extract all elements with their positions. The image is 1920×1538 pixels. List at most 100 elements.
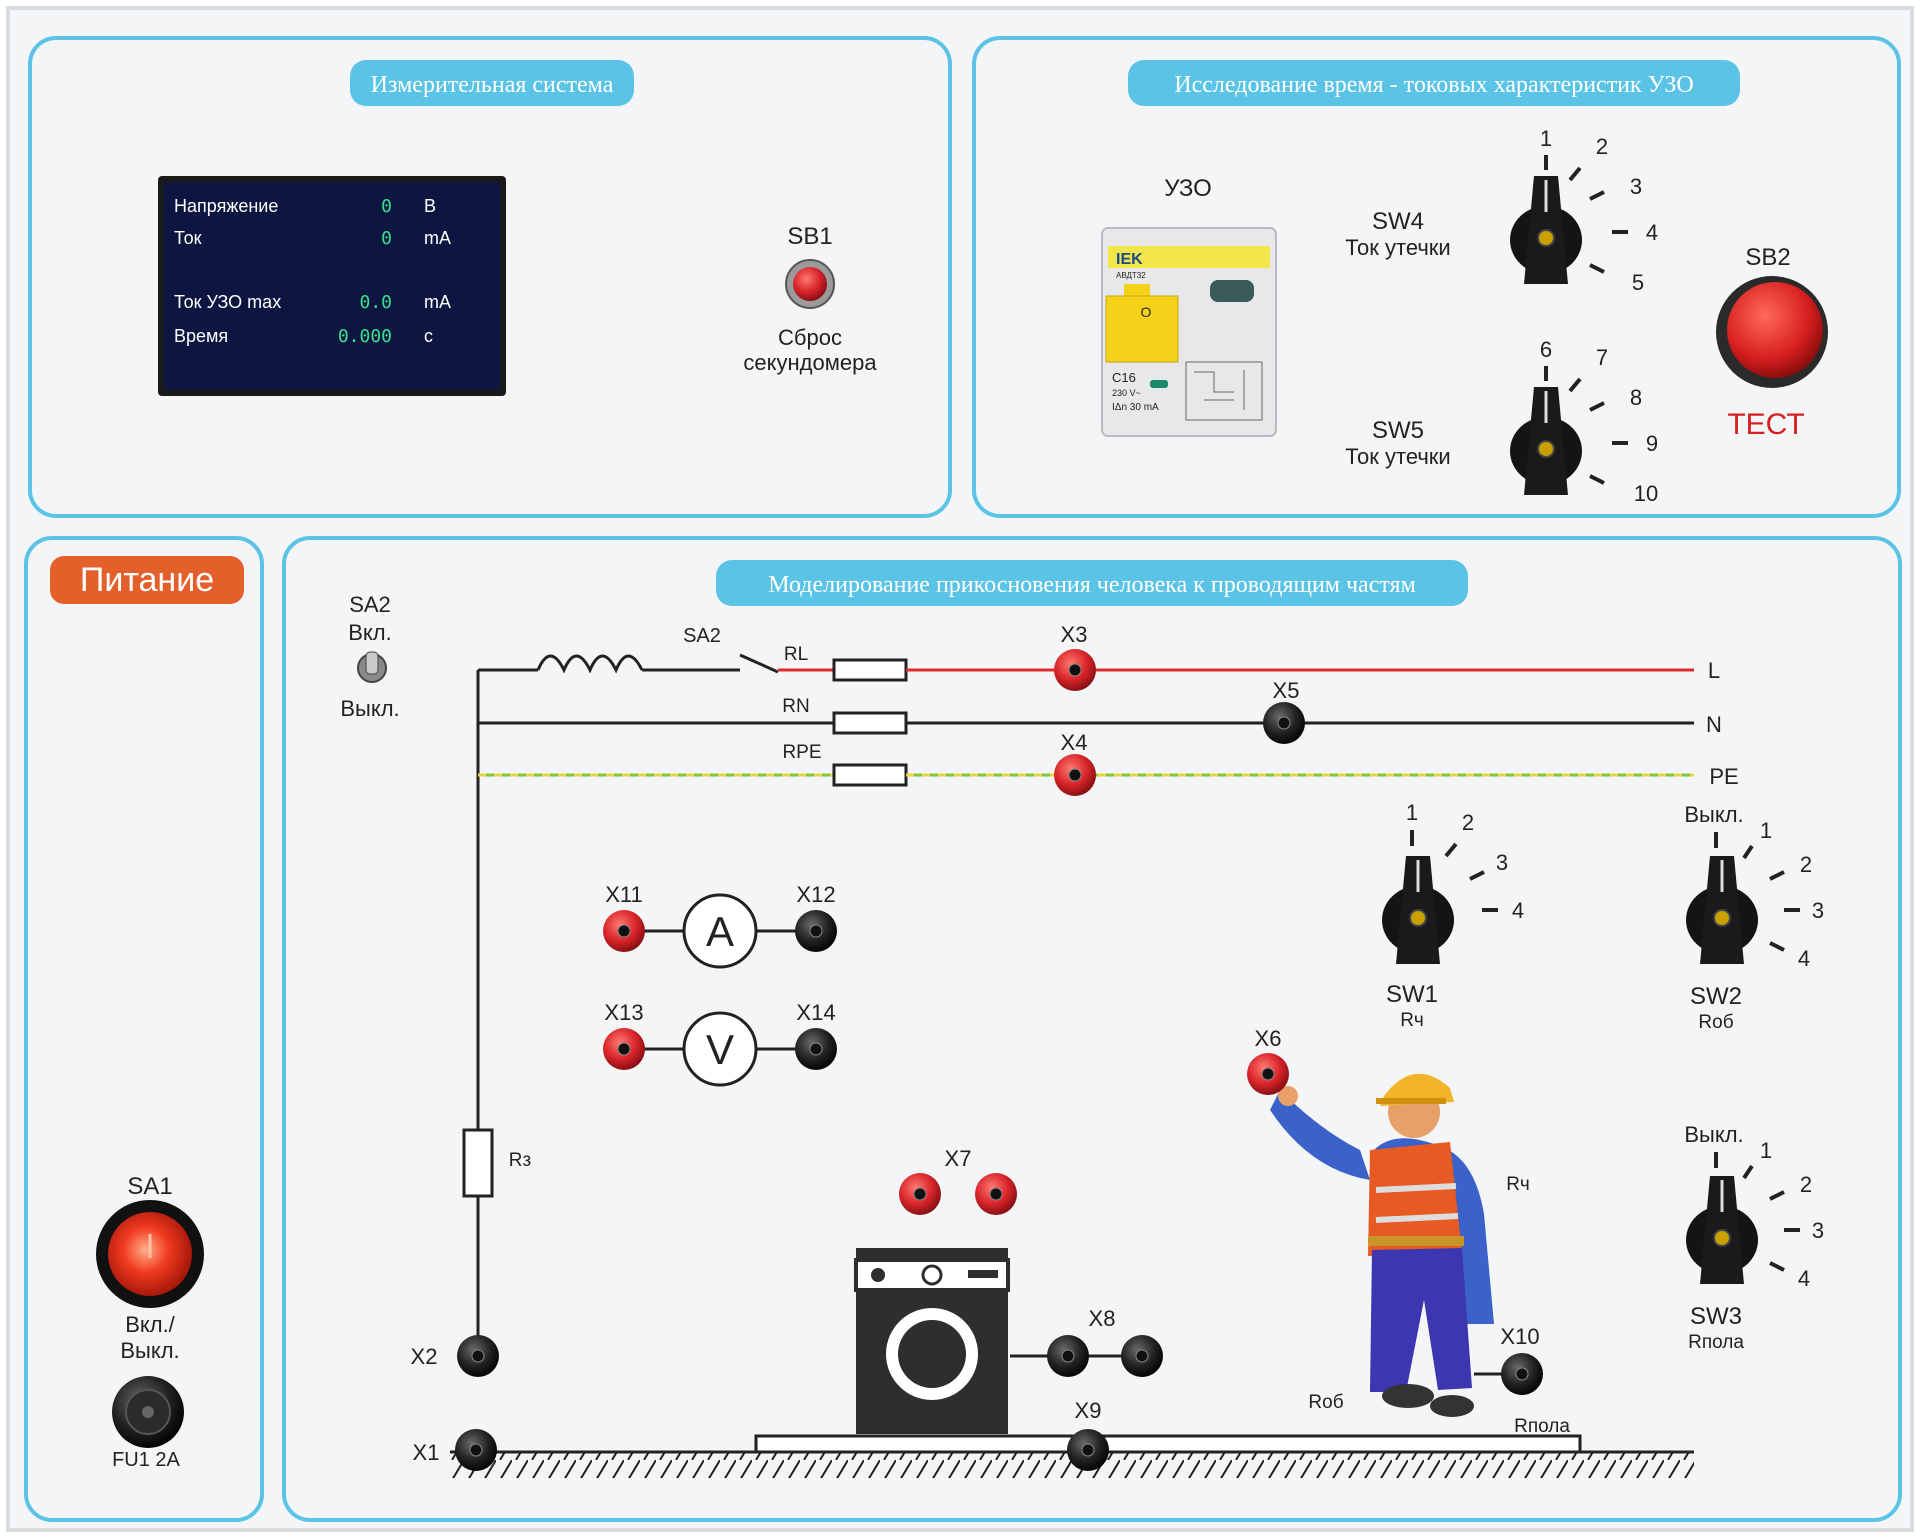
- sw2-pos-3: 3: [1812, 898, 1824, 923]
- x7-jack-left[interactable]: [899, 1173, 941, 1215]
- sw4-pos-2: 2: [1596, 134, 1608, 159]
- x9-jack[interactable]: [1067, 1429, 1109, 1471]
- rl-label: RL: [784, 644, 808, 665]
- x4-jack[interactable]: [1054, 754, 1096, 796]
- power-title-badge: [50, 556, 244, 604]
- x14-jack[interactable]: [795, 1028, 837, 1070]
- r-human-label: Rч: [1506, 1174, 1530, 1195]
- lcd-current-value: 0: [381, 228, 392, 249]
- sw5-pos-6: 6: [1540, 337, 1552, 362]
- x8-jack-left[interactable]: [1047, 1335, 1089, 1377]
- worker-figure-icon: [1270, 1073, 1494, 1417]
- sw2-rotary-knob[interactable]: [1686, 856, 1758, 964]
- rn-label: RN: [782, 696, 809, 717]
- model-title: Моделирование прикосновения человека к п…: [768, 572, 1416, 598]
- sb1-label: SB1: [787, 223, 832, 250]
- x2-jack[interactable]: [457, 1335, 499, 1377]
- x9-label: X9: [1075, 1398, 1102, 1423]
- sw5-pos-8: 8: [1630, 385, 1642, 410]
- model-title-badge: [716, 560, 1468, 606]
- sw3-label: SW3: [1690, 1303, 1742, 1330]
- sw5-pos-10: 10: [1634, 481, 1658, 506]
- line-pe-label: PE: [1709, 764, 1738, 789]
- sb1-caption-2: секундомера: [743, 350, 877, 375]
- lcd-rcd-current-value: 0.0: [359, 292, 392, 313]
- model-section-frame: [282, 536, 1902, 1522]
- sw3-scale: Выкл. 1 2 3 4: [1684, 1122, 1824, 1291]
- x13-jack[interactable]: [603, 1028, 645, 1070]
- x6-jack[interactable]: [1247, 1053, 1289, 1095]
- rcd-brand: IEK: [1116, 251, 1143, 268]
- r-floor-label: Rпола: [1514, 1416, 1570, 1437]
- sw1-pos-4: 4: [1512, 898, 1524, 923]
- sw4-rotary-knob[interactable]: [1510, 176, 1582, 284]
- x5-jack[interactable]: [1263, 702, 1305, 744]
- sw1-rotary-knob[interactable]: [1382, 856, 1454, 964]
- fuse-holder-icon[interactable]: [112, 1376, 184, 1448]
- sw5-pos-9: 9: [1646, 431, 1658, 456]
- sw3-pos-2: 2: [1800, 1172, 1812, 1197]
- sa1-power-switch[interactable]: [96, 1200, 204, 1308]
- sw5-caption: Ток утечки: [1345, 444, 1450, 469]
- sa2-off-label: Выкл.: [340, 696, 399, 721]
- inductor-icon: [536, 654, 644, 674]
- voltmeter-letter: V: [706, 1026, 734, 1073]
- rcd-model: АВДТ32: [1116, 271, 1146, 280]
- x1-label: X1: [413, 1440, 440, 1465]
- sw2-pos-1: 1: [1760, 818, 1772, 843]
- sw3-pos-1: 1: [1760, 1138, 1772, 1163]
- sa1-label: SA1: [127, 1173, 172, 1200]
- washing-machine-icon: [854, 1248, 1010, 1434]
- x5-label: X5: [1273, 678, 1300, 703]
- ammeter-letter: A: [706, 908, 734, 955]
- lcd-current-label: Ток: [174, 228, 202, 248]
- sw3-rotary-knob[interactable]: [1686, 1176, 1758, 1284]
- rcd-handle-mark: O: [1141, 304, 1152, 320]
- x14-label: X14: [796, 1000, 835, 1025]
- x10-jack[interactable]: [1501, 1353, 1543, 1395]
- lcd-rcd-current-unit: mA: [424, 292, 451, 312]
- sw4-pos-4: 4: [1646, 220, 1658, 245]
- lcd-time-label: Время: [174, 326, 228, 346]
- x1-jack[interactable]: [455, 1429, 497, 1471]
- sw1-label: SW1: [1386, 981, 1438, 1008]
- lcd-display: Напряжение 0 В Ток 0 mA Ток УЗО max 0.0 …: [158, 176, 506, 396]
- sw4-pos-3: 3: [1630, 174, 1642, 199]
- rcd-title-badge: [1128, 60, 1740, 106]
- x7-label: X7: [945, 1146, 972, 1171]
- sw1-sub: Rч: [1400, 1010, 1424, 1031]
- sw1-pos-1: 1: [1406, 800, 1418, 825]
- sw4-label: SW4: [1372, 208, 1424, 235]
- x3-jack[interactable]: [1054, 649, 1096, 691]
- x6-label: X6: [1255, 1026, 1282, 1051]
- sw2-scale: Выкл. 1 2 3 4: [1684, 802, 1824, 971]
- sb1-reset-button[interactable]: [785, 259, 835, 309]
- x8-jack-right[interactable]: [1121, 1335, 1163, 1377]
- x4-label: X4: [1061, 730, 1088, 755]
- sw4-pos-1: 1: [1540, 126, 1552, 151]
- lcd-voltage-value: 0: [381, 196, 392, 217]
- sb1-caption-1: Сброс: [778, 325, 842, 350]
- x11-jack[interactable]: [603, 910, 645, 952]
- rotary-knobs: [1382, 856, 1758, 1284]
- sa2-toggle-switch[interactable]: [357, 651, 387, 683]
- rpe-label: RPE: [782, 742, 821, 763]
- x11-label: X11: [605, 882, 643, 907]
- x12-jack[interactable]: [795, 910, 837, 952]
- lcd-voltage-label: Напряжение: [174, 196, 278, 216]
- rcd-title: Исследование время - токовых характерист…: [1174, 72, 1693, 98]
- sb2-test-button[interactable]: [1716, 276, 1828, 388]
- fuse-label: FU1 2A: [112, 1449, 180, 1471]
- x7-jack-right[interactable]: [975, 1173, 1017, 1215]
- lcd-time-value: 0.000: [338, 326, 392, 347]
- sw5-scale: 6 7 8 9 10: [1540, 337, 1658, 506]
- sw5-label: SW5: [1372, 417, 1424, 444]
- rcd-sensitivity: IΔn 30 mA: [1112, 402, 1159, 413]
- sw2-pos-4: 4: [1798, 946, 1810, 971]
- sw5-rotary-knob[interactable]: [1510, 387, 1582, 495]
- rcd-voltage: 230 V~: [1112, 388, 1141, 398]
- power-title: Питание: [80, 561, 214, 599]
- measure-section-frame: [28, 36, 952, 518]
- rz-label: Rз: [509, 1150, 531, 1171]
